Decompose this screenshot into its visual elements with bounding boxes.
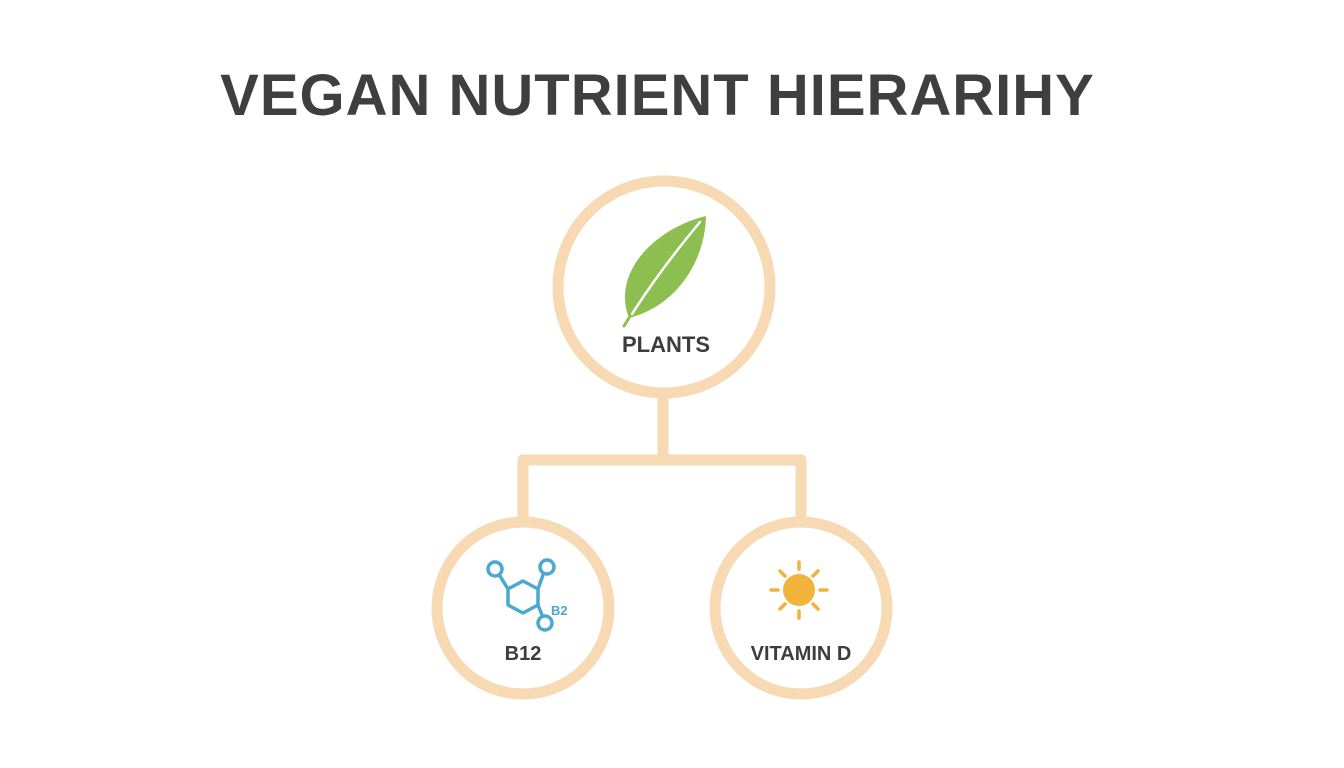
node-plants: PLANTS — [552, 175, 776, 399]
node-vitamin-d-label: VITAMIN D — [751, 643, 852, 665]
node-plants-label: PLANTS — [622, 332, 710, 357]
node-b12-ring — [431, 516, 615, 700]
node-vitamin-d: VITAMIN D — [709, 516, 893, 700]
node-vitamin-d-ring — [709, 516, 893, 700]
molecule-b2-label: B2 — [551, 603, 568, 618]
node-b12-label: B12 — [505, 643, 542, 665]
sun-icon — [769, 560, 829, 620]
diagram-title: VEGAN NUTRIENT HIERARIHY — [220, 63, 1095, 128]
node-b12: B2 B12 — [431, 516, 615, 700]
molecule-icon — [486, 558, 556, 632]
leaf-icon — [622, 216, 706, 328]
connector-lines — [517, 386, 807, 526]
